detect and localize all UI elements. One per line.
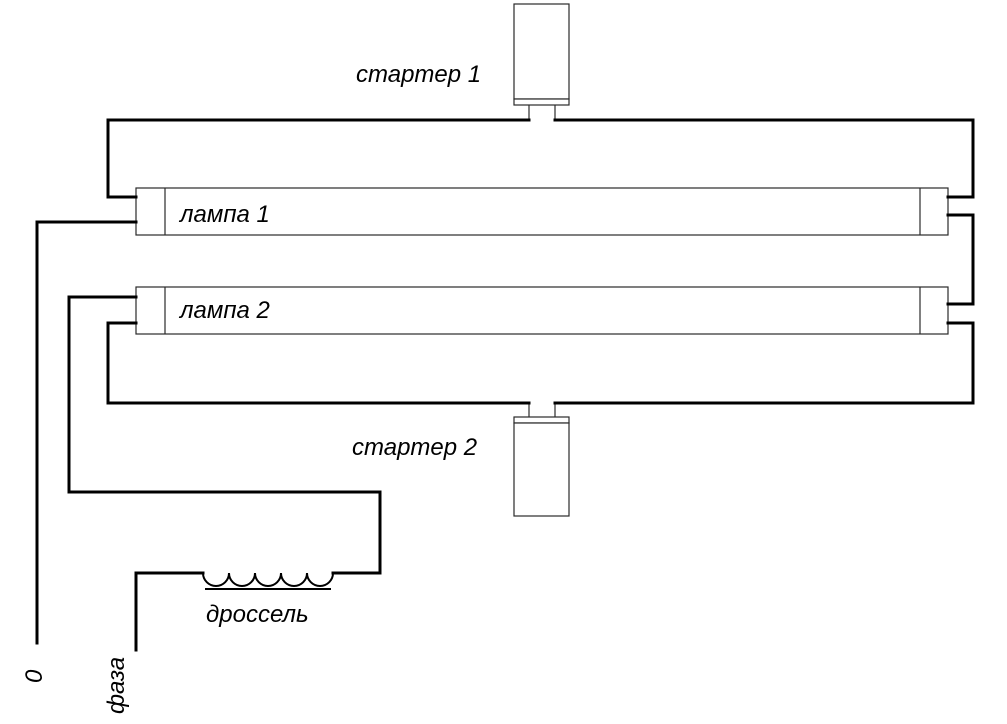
phase-label: фаза [103, 657, 130, 714]
starter-1-label: стартер 1 [356, 61, 481, 88]
starter-2-body [513, 422, 570, 517]
wire-phase [134, 571, 205, 652]
starter-1-body [513, 3, 570, 100]
choke [202, 572, 334, 590]
starter-2-cap [513, 416, 570, 424]
lamp-1-tube [135, 187, 949, 236]
wires [35, 118, 975, 652]
lamp-1-label: лампа 1 [178, 201, 270, 228]
starter-2 [513, 403, 570, 517]
lamp-2-tube [135, 286, 949, 335]
neutral-label: 0 [21, 669, 48, 683]
starter-1 [513, 3, 570, 120]
starter-1-cap [513, 98, 570, 106]
wire-starter2-to-lamp2-right [553, 321, 975, 405]
wire-lamp2-to-choke [67, 295, 382, 575]
lamp-1 [135, 187, 949, 236]
starter-2-label: стартер 2 [352, 434, 477, 461]
wire-lamp-bridge [946, 213, 975, 306]
lamp-2-label: лампа 2 [178, 297, 270, 324]
choke-label: дроссель [206, 601, 309, 628]
wire-neutral [35, 220, 138, 645]
wire-lamp1-left-to-starter1 [106, 118, 531, 199]
wire-starter1-to-lamp1-right [553, 118, 975, 199]
lamp-2 [135, 286, 949, 335]
choke-coil-icon [202, 572, 334, 587]
wire-lamp2-left-to-starter2 [106, 321, 531, 405]
